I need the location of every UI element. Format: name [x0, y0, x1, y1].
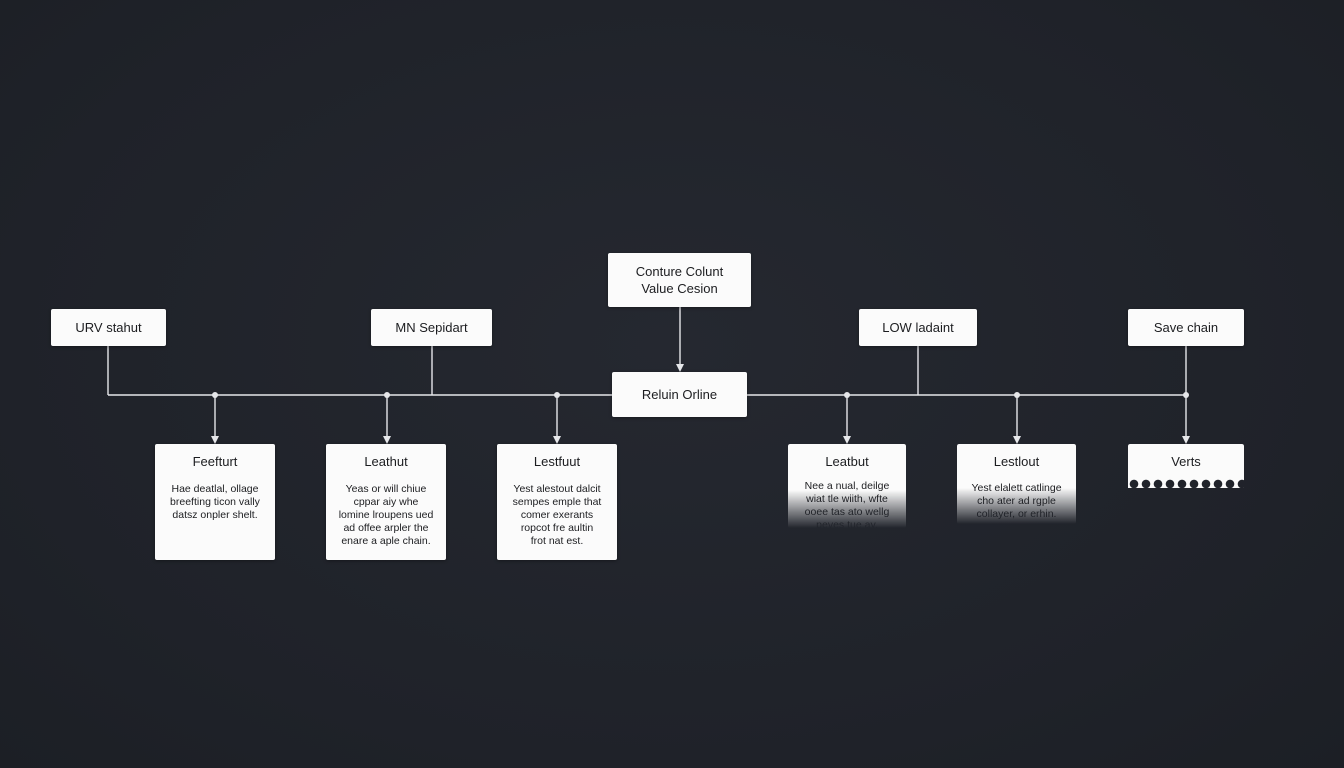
card-arrow-2 — [383, 436, 391, 444]
detail-card-3-line: frot nat est. — [530, 535, 584, 547]
detail-card-2-title: Leathut — [364, 454, 408, 469]
detail-card-2-line: ad offee arpler the — [343, 522, 429, 534]
detail-card-3-line: Yest alestout dalcit — [513, 483, 601, 495]
junction-dot-2 — [384, 392, 390, 398]
top-node-2-label: MN Sepidart — [395, 320, 468, 335]
top-node-4-label: Save chain — [1153, 320, 1219, 335]
detail-card-4-title: Leatbut — [825, 454, 869, 469]
top-node-1[interactable]: URV stahut — [51, 309, 166, 346]
detail-card-1-line: breefting ticon vally — [170, 496, 260, 508]
detail-card-2-line: Yeas or will chiue — [345, 483, 427, 495]
card-arrow-5 — [1013, 436, 1021, 444]
top-node-4[interactable]: Save chain — [1128, 309, 1244, 346]
detail-card-4-line: Nee a nual, deilge — [804, 480, 890, 492]
card-arrow-3 — [553, 436, 561, 444]
top-node-1-label: URV stahut — [75, 320, 142, 335]
top-node-2[interactable]: MN Sepidart — [371, 309, 492, 346]
detail-card-1-line: Hae deatlal, ollage — [171, 483, 259, 495]
detail-card-4[interactable]: Leatbut Nee a nual, deilge wiat tle wiit… — [788, 444, 906, 531]
detail-card-4-body: Nee a nual, deilge wiat tle wiith, wfte … — [796, 480, 898, 532]
center-to-hub-arrow — [676, 364, 684, 372]
junction-dot-4 — [844, 392, 850, 398]
detail-card-2[interactable]: Leathut Yeas or will chiue cppar aiy whe… — [326, 444, 446, 560]
detail-card-2-line: enare a aple chain. — [341, 535, 431, 547]
detail-card-1[interactable]: Feefturt Hae deatlal, ollage breefting t… — [155, 444, 275, 560]
detail-card-3-title: Lestfuut — [533, 454, 581, 469]
center-node-line2: Value Cesion — [641, 281, 718, 296]
card-arrow-1 — [211, 436, 219, 444]
detail-card-5[interactable]: Lestlout Yest elalett catlinge cho ater … — [957, 444, 1076, 524]
detail-card-3-line: sempes emple that — [512, 496, 602, 508]
detail-card-2-body: Yeas or will chiue cppar aiy whe lomine … — [334, 483, 438, 548]
detail-card-4-line: ooee tas ato wellg — [804, 506, 890, 518]
detail-card-2-line: lomine lroupens ued — [338, 509, 434, 521]
detail-card-1-title: Feefturt — [192, 454, 238, 469]
detail-card-6[interactable]: Verts — [1128, 444, 1244, 488]
detail-card-2-line: cppar aiy whe — [353, 496, 419, 508]
detail-card-5-title: Lestlout — [993, 454, 1040, 469]
card-arrow-4 — [843, 436, 851, 444]
center-node[interactable]: Conture Colunt Value Cesion — [608, 253, 751, 307]
junction-dot-3 — [554, 392, 560, 398]
detail-card-5-body: Yest elalett catlinge cho ater ad rgple … — [965, 482, 1068, 521]
detail-card-6-title: Verts — [1171, 454, 1201, 469]
detail-card-3-line: ropcot fre aultin — [520, 522, 594, 534]
detail-card-5-line: cho ater ad rgple — [977, 495, 1056, 507]
top-node-3-label: LOW ladaint — [882, 320, 954, 335]
detail-card-3-line: comer exerants — [520, 509, 594, 521]
hub-node-label: Reluin Orline — [641, 387, 718, 402]
center-node-line1: Conture Colunt — [635, 264, 724, 279]
detail-card-1-line: datsz onpler shelt. — [172, 509, 258, 521]
junction-dot-1 — [212, 392, 218, 398]
detail-card-5-line: collayer, or erhin. — [976, 508, 1057, 520]
hub-node[interactable]: Reluin Orline — [612, 372, 747, 417]
card-arrow-6 — [1182, 436, 1190, 444]
junction-dot-6 — [1183, 392, 1189, 398]
detail-card-4-line: wiat tle wiith, wfte — [806, 493, 888, 505]
top-node-3[interactable]: LOW ladaint — [859, 309, 977, 346]
junction-dot-5 — [1014, 392, 1020, 398]
detail-card-1-body: Hae deatlal, ollage breefting ticon vall… — [163, 483, 267, 522]
detail-card-3[interactable]: Lestfuut Yest alestout dalcit sempes emp… — [497, 444, 617, 560]
detail-card-5-line: Yest elalett catlinge — [971, 482, 1062, 494]
detail-card-3-body: Yest alestout dalcit sempes emple that c… — [505, 483, 609, 548]
